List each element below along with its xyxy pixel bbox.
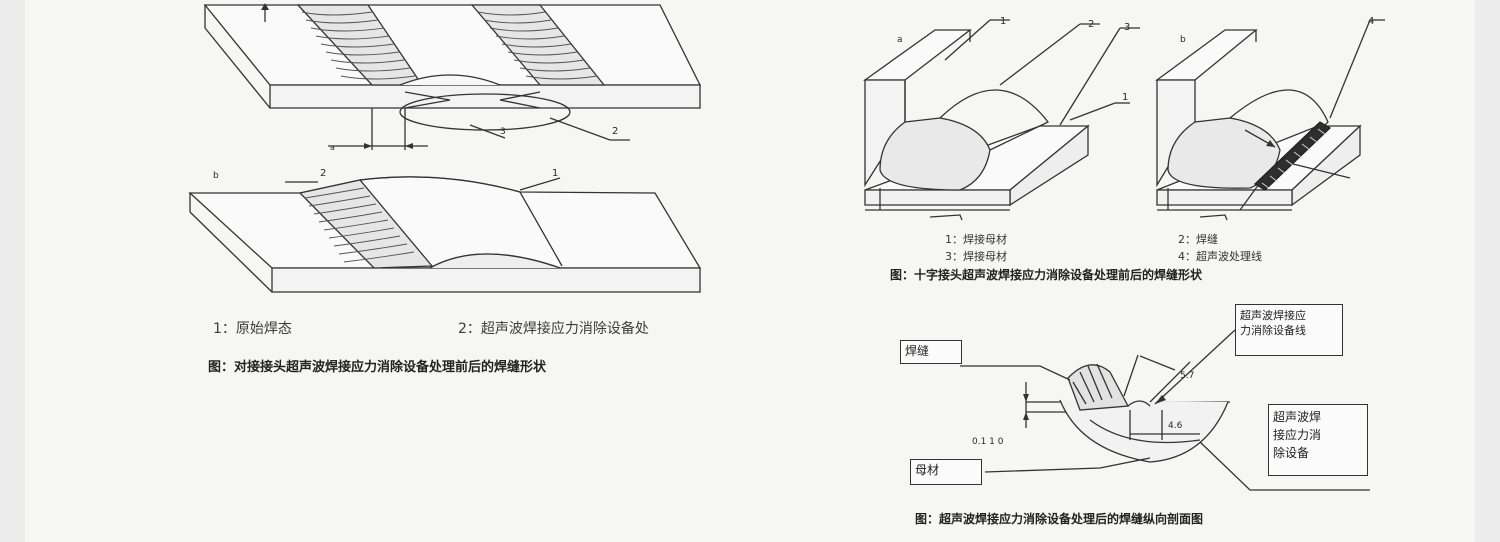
weld-section-diagram (960, 329, 1370, 491)
label-base-metal: 母材 (910, 459, 982, 485)
label-weld: 焊缝 (900, 340, 962, 364)
cross-callout-2: 2 (1088, 19, 1094, 30)
cross-callout-4: 4 (1368, 16, 1374, 27)
cross-callout-1b: 1 (1122, 92, 1128, 103)
document-page (25, 0, 1475, 542)
butt-legend-1: 1：原始焊态 (213, 321, 292, 337)
cross-legend-1: 1：焊接母材 (945, 233, 1007, 246)
cross-legend-3: 3：焊接母材 (945, 250, 1007, 263)
butt-callout-2a: 2 (320, 168, 326, 179)
butt-callout-2b: 2 (612, 126, 618, 137)
dim-label-top: a (330, 143, 335, 152)
cross-caption: 图：十字接头超声波焊接应力消除设备处理前后的焊缝形状 (890, 268, 1203, 282)
dim-angle: 5.7 (1180, 371, 1194, 381)
cross-callout-3: 3 (1124, 22, 1130, 33)
after-bead-hatching (304, 187, 415, 263)
butt-caption: 图：对接接头超声波焊接应力消除设备处理前后的焊缝形状 (208, 360, 547, 375)
cross-legend-4: 4：超声波处理线 (1178, 250, 1262, 263)
section-caption: 图：超声波焊接应力消除设备处理后的焊缝纵向剖面图 (915, 512, 1204, 526)
dim-width: 4.6 (1168, 421, 1183, 431)
butt-legend-2: 2：超声波焊接应力消除设备处 (458, 321, 649, 337)
cross-legend-2: 2：焊缝 (1178, 233, 1218, 246)
butt-callout-3: 3 (500, 127, 506, 137)
butt-callout-1: 1 (552, 168, 558, 179)
butt-joint-after-diagram (188, 176, 702, 293)
label-ultrasonic-device: 超声波焊 接应力消 除设备 (1268, 404, 1368, 476)
cross-joint-a-diagram (862, 19, 1140, 221)
weld-bead-hatching (301, 11, 598, 80)
cross-joint-b-diagram (1155, 19, 1385, 221)
cross-label-a: a (897, 35, 903, 45)
label-ultrasonic-line: 超声波焊接应 力消除设备线 (1235, 304, 1343, 356)
dim-left: 0.1 1 0 (972, 437, 1004, 447)
cross-callout-1a: 1 (1000, 16, 1006, 27)
cross-b-treatment-hatching (1261, 128, 1327, 190)
cross-label-b: b (1180, 35, 1186, 45)
butt-joint-before-diagram (203, 3, 702, 150)
butt-label-b: b (213, 171, 219, 181)
